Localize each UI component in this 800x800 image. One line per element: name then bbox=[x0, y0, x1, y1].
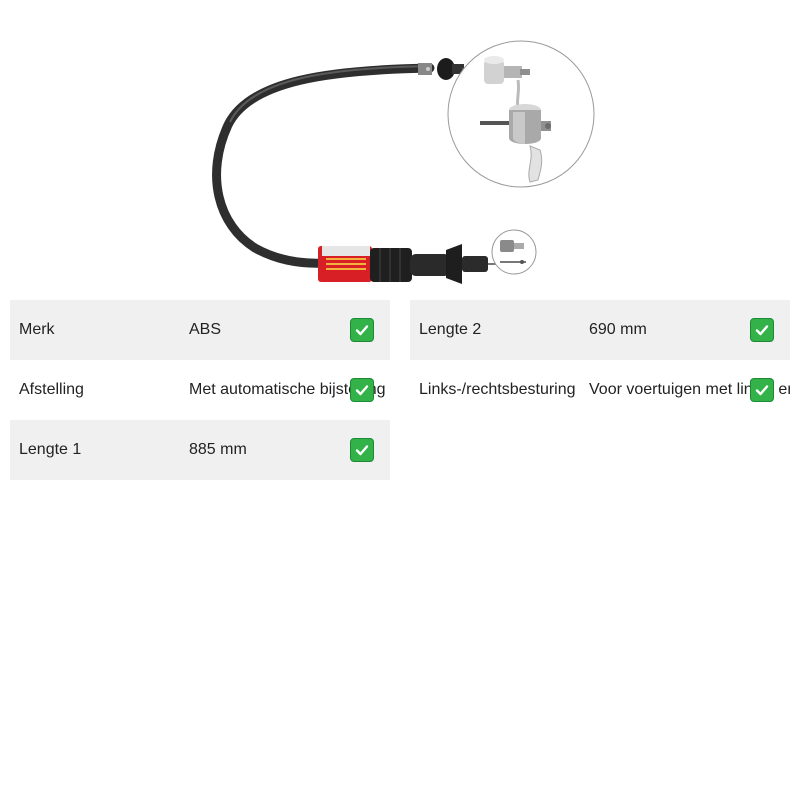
spec-row-lengte-2: Lengte 2 690 mm bbox=[410, 300, 790, 360]
spec-table-right: Lengte 2 690 mm Links-/rechtsbesturing V… bbox=[410, 300, 790, 420]
spec-value: ABS bbox=[189, 321, 222, 338]
check-icon bbox=[350, 438, 374, 462]
clutch-cable-illustration bbox=[212, 40, 595, 284]
spec-value: Voor voertuigen met links- en rechtsbest… bbox=[589, 381, 790, 398]
spec-row-afstelling: Afstelling Met automatische bijstelling bbox=[10, 360, 390, 420]
spec-label: Links-/rechtsbesturing bbox=[419, 381, 576, 398]
check-icon bbox=[350, 318, 374, 342]
spec-row-lengte-1: Lengte 1 885 mm bbox=[10, 420, 390, 480]
spec-row-besturing: Links-/rechtsbesturing Voor voertuigen m… bbox=[410, 360, 790, 420]
spec-label: Afstelling bbox=[19, 381, 84, 398]
spec-table-left: Merk ABS Afstelling Met automatische bij… bbox=[10, 300, 390, 480]
spec-label: Lengte 2 bbox=[419, 321, 482, 338]
spec-label: Merk bbox=[19, 321, 55, 338]
spec-row-merk: Merk ABS bbox=[10, 300, 390, 360]
spec-value: Met automatische bijstelling bbox=[189, 381, 386, 398]
spec-value: 690 mm bbox=[589, 321, 647, 338]
check-icon bbox=[350, 378, 374, 402]
product-image bbox=[0, 0, 800, 300]
check-icon bbox=[750, 318, 774, 342]
check-icon bbox=[750, 378, 774, 402]
spec-label: Lengte 1 bbox=[19, 441, 82, 458]
spec-value: 885 mm bbox=[189, 441, 247, 458]
